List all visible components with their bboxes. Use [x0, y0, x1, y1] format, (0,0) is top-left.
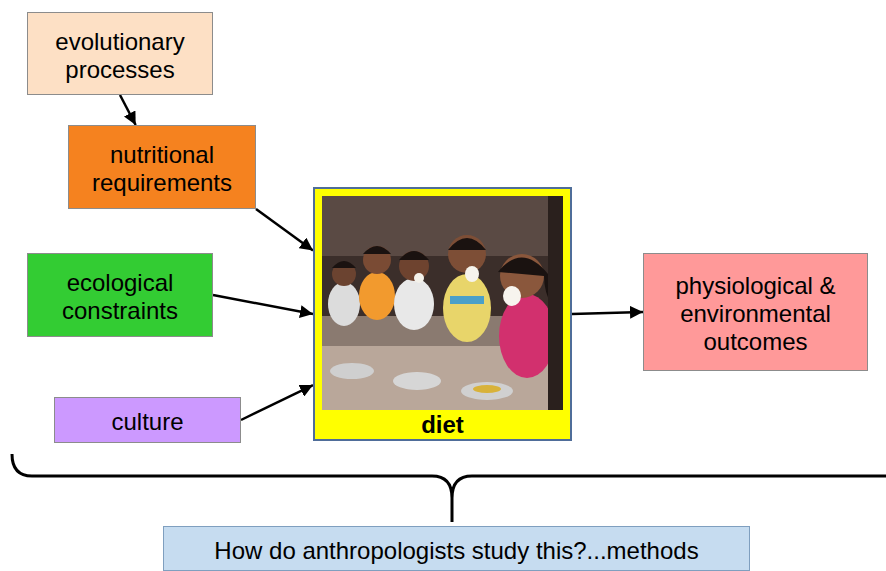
cause-box: evolutionary processes	[27, 12, 213, 95]
node-label: diet	[421, 411, 464, 439]
arrow-connector	[241, 385, 313, 420]
arrow-connector	[120, 95, 136, 125]
arrow-connector	[572, 312, 643, 314]
outcome-box: physiological & environmental outcomes	[643, 253, 868, 371]
brace-line	[12, 454, 886, 522]
node-label: How do anthropologists study this?...met…	[214, 537, 698, 565]
children-eating-photo	[322, 196, 563, 410]
node-label: evolutionary processes	[36, 28, 204, 84]
node-label: ecological constraints	[36, 269, 204, 325]
node-label: nutritional requirements	[77, 141, 247, 197]
node-label: culture	[111, 408, 183, 436]
question-box: How do anthropologists study this?...met…	[163, 526, 750, 571]
diet-box: diet	[313, 187, 572, 441]
cause-box: ecological constraints	[27, 253, 213, 337]
node-label: physiological & environmental outcomes	[652, 272, 859, 356]
arrow-connector	[213, 295, 313, 314]
arrow-connector	[256, 209, 313, 251]
cause-box: culture	[54, 397, 241, 443]
cause-box: nutritional requirements	[68, 125, 256, 209]
